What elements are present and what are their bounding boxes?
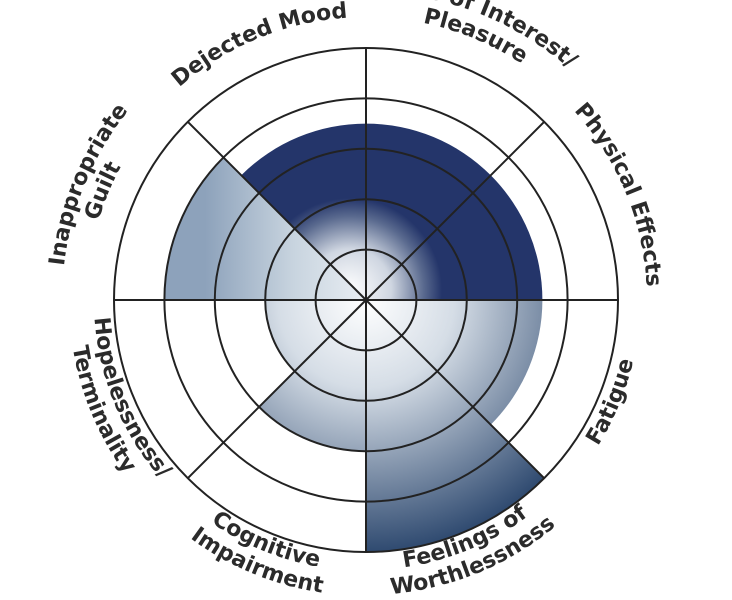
wedge-loss-of-interest-pleasure [366, 123, 491, 300]
wedge-cognitive-impairment [259, 300, 366, 452]
wedge-inappropriate-guilt [164, 157, 366, 300]
category-label-physical-effects: Physical Effects [569, 98, 665, 287]
grid-spoke-2 [365, 121, 545, 301]
category-label-fatigue: Fatigue [582, 356, 640, 449]
wedge-dejected-mood [241, 123, 366, 300]
grid-spoke-8 [187, 121, 367, 301]
grid-spoke-4 [365, 299, 545, 479]
grid-spoke-6 [187, 299, 367, 479]
wedge-physical-effects [366, 175, 543, 300]
wedge-fatigue [366, 300, 543, 425]
grid-layer [113, 47, 619, 553]
wedges-layer [164, 123, 545, 552]
wedge-feelings-of-worthlessness [366, 300, 545, 552]
wedge-hopelessness-terminality [265, 300, 366, 372]
category-label-dejected-mood: Dejected Mood [167, 0, 348, 92]
